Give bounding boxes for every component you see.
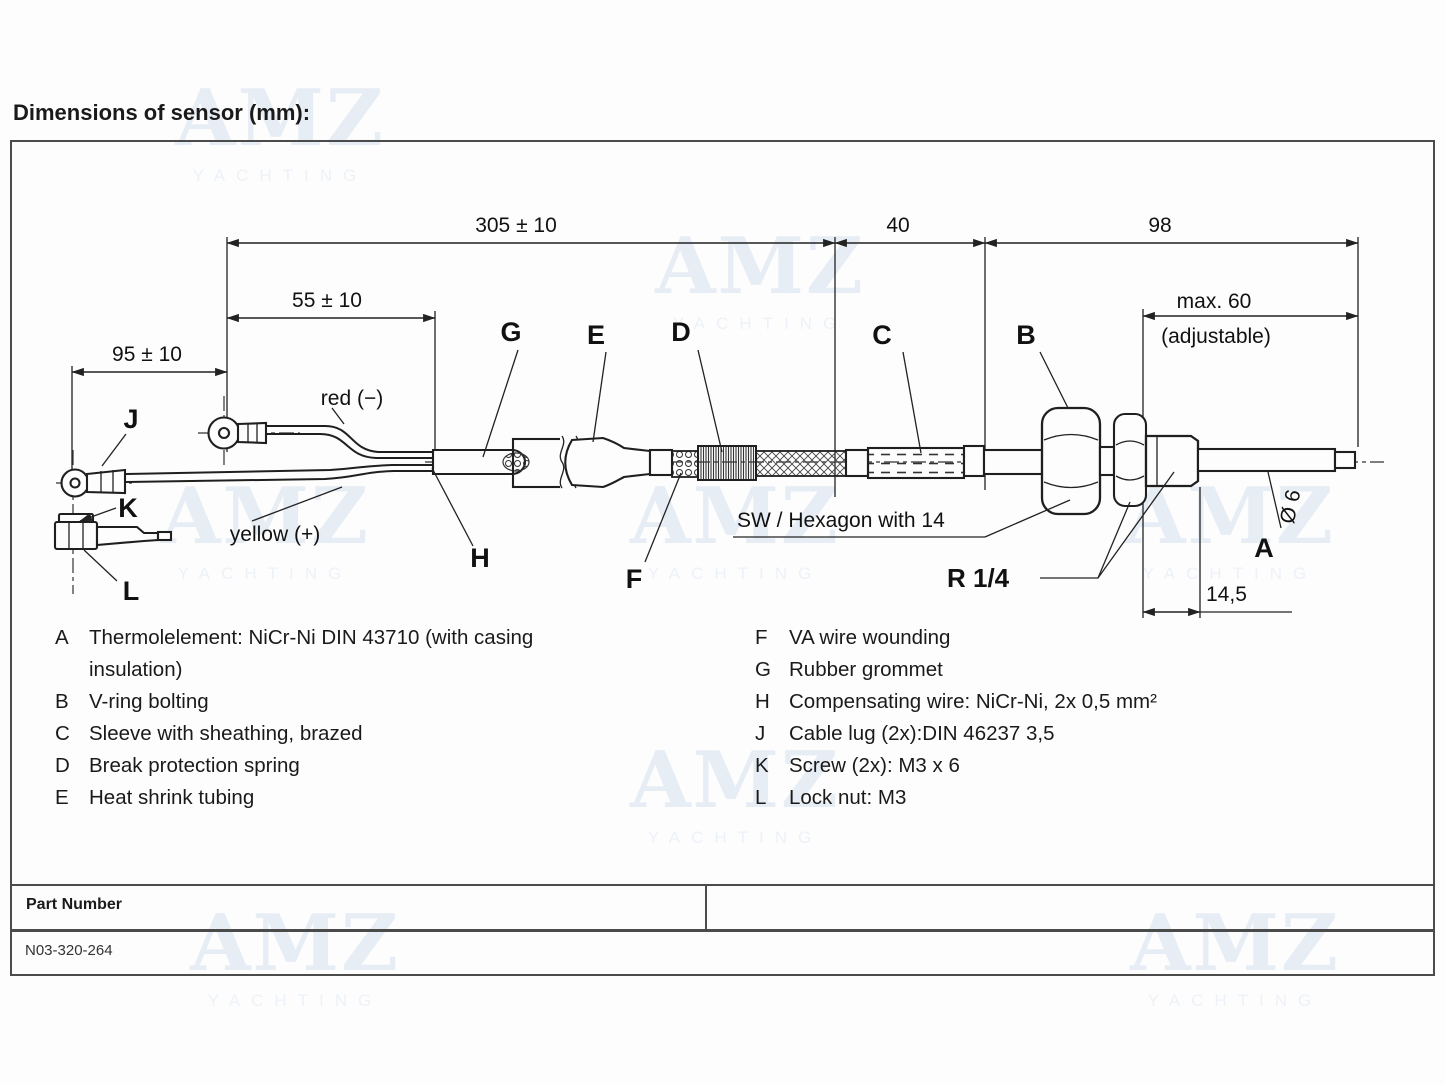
collar bbox=[648, 448, 674, 477]
collar bbox=[962, 444, 986, 478]
part-number-header: Part Number bbox=[26, 896, 123, 913]
label-C: C bbox=[872, 320, 892, 350]
dim-max60: max. 60 bbox=[1177, 290, 1252, 313]
v-ring-bolting-shape bbox=[1040, 406, 1148, 516]
note-thread: R 1/4 bbox=[947, 563, 1010, 593]
dim-dia6: Ø 6 bbox=[1276, 488, 1306, 526]
dim-adjustable: (adjustable) bbox=[1161, 325, 1271, 348]
part-number-value-row: N03-320-264 bbox=[10, 931, 1435, 976]
dim-95: 95 ± 10 bbox=[112, 343, 182, 366]
sleeve-shape bbox=[866, 446, 966, 480]
screw-and-locknut bbox=[53, 512, 173, 551]
note-yellow-wire: yellow (+) bbox=[230, 523, 320, 546]
dim-14-5: 14,5 bbox=[1206, 583, 1247, 606]
dim-305: 305 ± 10 bbox=[475, 214, 557, 237]
page-title: Dimensions of sensor (mm): bbox=[13, 100, 311, 125]
drawing-frame bbox=[10, 140, 1435, 886]
dim-55: 55 ± 10 bbox=[292, 289, 362, 312]
label-D: D bbox=[671, 317, 691, 347]
collar bbox=[844, 448, 870, 478]
thin-tube bbox=[982, 448, 1044, 476]
label-A: A bbox=[1254, 533, 1274, 563]
cable-lug-left bbox=[60, 468, 127, 498]
label-B: B bbox=[1016, 320, 1036, 350]
thread-fitting-shape bbox=[1144, 434, 1200, 488]
break-protection-spring-shape bbox=[697, 445, 757, 481]
note-red-wire: red (−) bbox=[321, 387, 383, 410]
probe-tip bbox=[1333, 450, 1357, 470]
note-hexagon: SW / Hexagon with 14 bbox=[737, 509, 945, 532]
label-L: L bbox=[123, 576, 140, 606]
label-K: K bbox=[118, 493, 138, 523]
leader-lines bbox=[79, 349, 1175, 582]
cable-lug-upper bbox=[207, 416, 268, 450]
label-E: E bbox=[587, 320, 605, 350]
part-number-header-row: Part Number bbox=[10, 884, 1435, 931]
label-J: J bbox=[123, 404, 138, 434]
part-number-value: N03-320-264 bbox=[25, 942, 113, 959]
label-G: G bbox=[500, 317, 521, 347]
table-divider bbox=[705, 884, 707, 929]
dim-40: 40 bbox=[886, 214, 909, 237]
wire-braid-2 bbox=[755, 450, 847, 477]
probe-rod bbox=[1196, 447, 1337, 473]
label-H: H bbox=[470, 543, 490, 573]
ferrule-braid-tip bbox=[502, 452, 530, 472]
dia6-leader bbox=[1267, 471, 1282, 529]
wire-braid-1 bbox=[671, 450, 699, 478]
compensating-wires bbox=[124, 425, 433, 483]
heat-shrink-shape bbox=[564, 436, 652, 489]
dim-98: 98 bbox=[1148, 214, 1171, 237]
label-F: F bbox=[626, 564, 643, 594]
